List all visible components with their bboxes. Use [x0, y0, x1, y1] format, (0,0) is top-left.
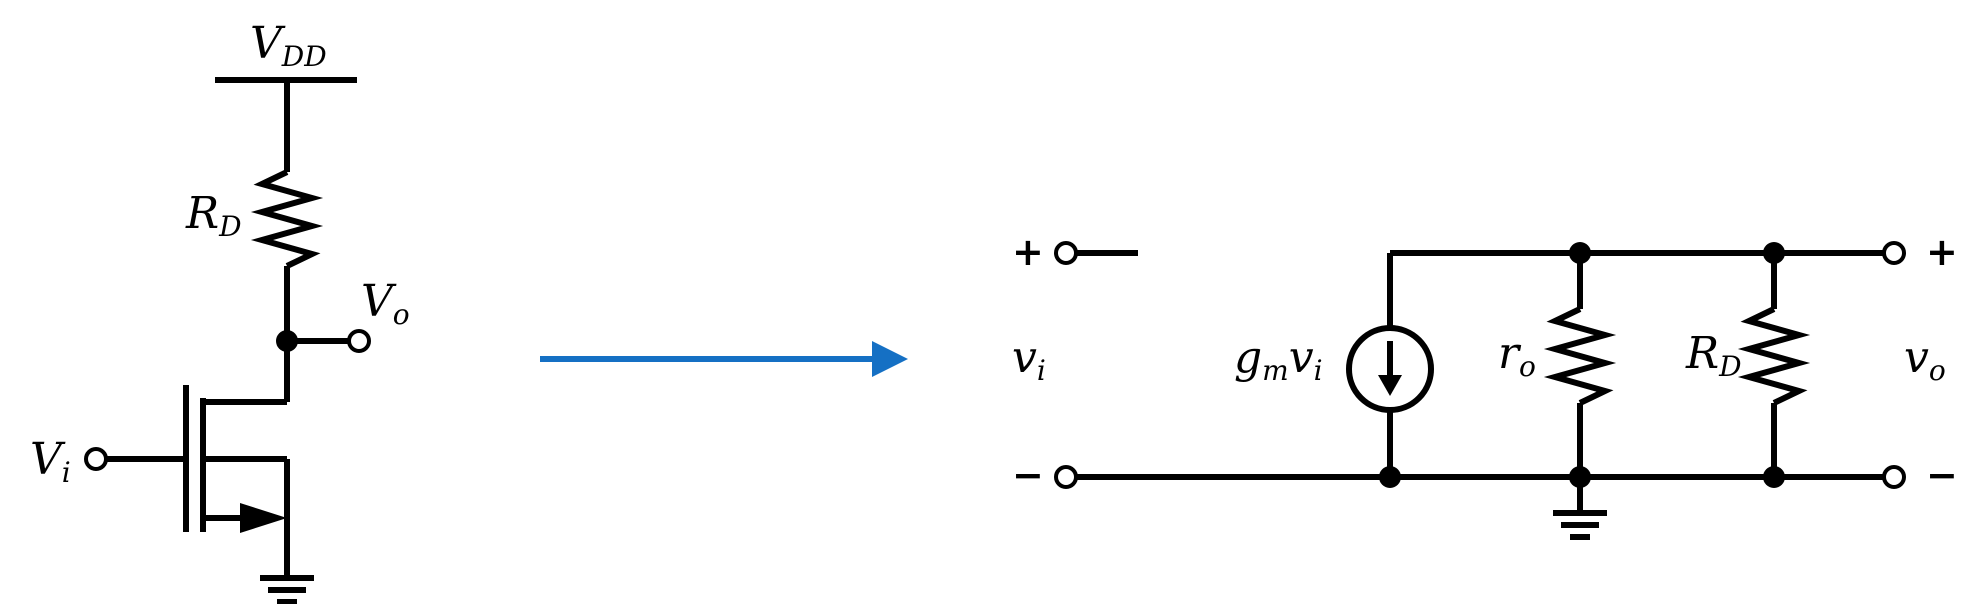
source-bottom-node-dot	[1379, 466, 1401, 488]
rd-bottom-node-dot	[1763, 466, 1785, 488]
vdd-label: VDD	[250, 18, 327, 73]
output-minus-sign: −	[1926, 453, 1958, 497]
output-minus-terminal	[1882, 465, 1906, 489]
arrow-head	[872, 341, 908, 377]
rd-model-label: RD	[1685, 328, 1742, 383]
rd-top-node-dot	[1763, 242, 1785, 264]
input-minus-terminal	[1054, 465, 1078, 489]
vi-input-label: vi	[1012, 332, 1046, 387]
model-ground-symbol	[1553, 477, 1607, 540]
small-signal-model: + − vi gmvi ro RD	[1012, 230, 1958, 540]
transform-arrow	[540, 341, 908, 377]
ground-symbol	[260, 575, 314, 604]
nmos-transistor	[183, 385, 290, 576]
source-arrow	[240, 503, 287, 533]
input-minus-sign: −	[1012, 453, 1044, 497]
input-plus-sign: +	[1012, 230, 1044, 274]
common-source-circuit: VDD RD Vo Vi	[30, 18, 410, 604]
output-resistance-resistor	[1543, 306, 1617, 406]
load-resistor	[1737, 306, 1811, 406]
output-terminal	[347, 329, 371, 353]
drain-resistor	[250, 169, 324, 269]
ro-top-node-dot	[1569, 242, 1591, 264]
output-plus-sign: +	[1926, 230, 1958, 274]
rd-label: RD	[185, 188, 242, 243]
vo-label: Vo	[361, 276, 410, 331]
down-arrow-icon	[1378, 375, 1402, 396]
vi-label: Vi	[30, 434, 71, 489]
ro-label: ro	[1498, 328, 1536, 383]
input-terminal	[84, 447, 108, 471]
dependent-current-source	[1346, 253, 1434, 477]
gm-vi-label: gmvi	[1234, 332, 1323, 387]
vo-output-label: vo	[1904, 332, 1946, 387]
output-plus-terminal	[1882, 241, 1906, 265]
input-plus-terminal	[1054, 241, 1078, 265]
